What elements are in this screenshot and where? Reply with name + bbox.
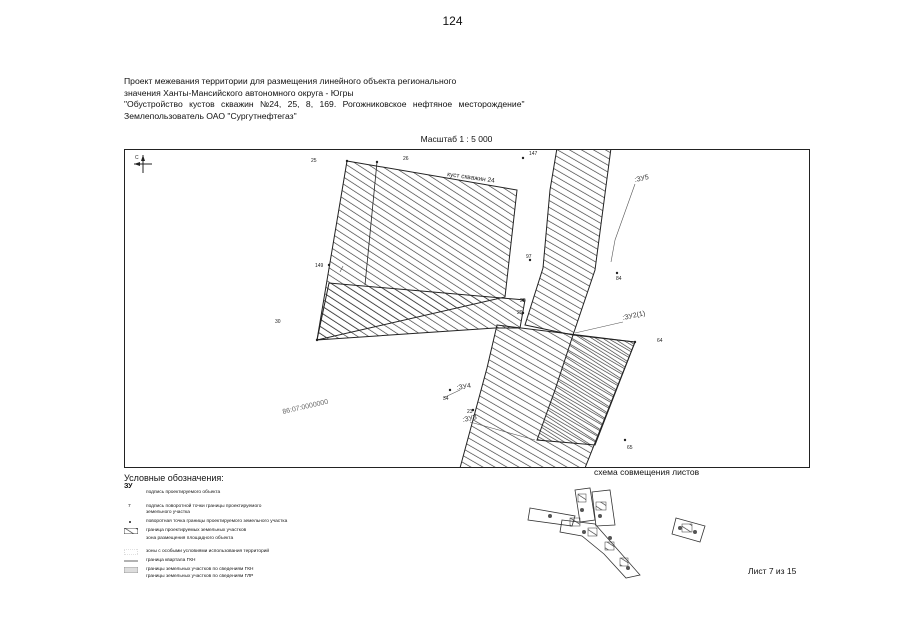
point-label-26: 26	[403, 156, 409, 162]
map-svg: С	[134, 150, 663, 467]
sheet-number: Лист 7 из 15	[748, 566, 797, 576]
north-arrow-icon: С	[134, 155, 152, 173]
zone-label-zu5: :ЗУ5	[634, 174, 650, 184]
header-line-4: Землепользователь ОАО "Сургутнефтегаз"	[124, 110, 297, 121]
point-label-147: 147	[529, 151, 538, 157]
quarter-line-icon	[124, 560, 138, 562]
point-label-64: 64	[657, 338, 663, 344]
header-line-3: "Обустройство кустов скважин №24, 25, 8,…	[124, 99, 525, 109]
svg-text:С: С	[135, 155, 139, 161]
corridor-southeast	[536, 334, 636, 446]
legend-title: Условные обозначения:	[124, 473, 224, 483]
zone-label-zu2: :ЗУ2(1)	[622, 310, 646, 322]
point-label-65: 65	[627, 445, 633, 451]
hatch-swatch-icon	[124, 528, 138, 534]
point-label-25: 25	[311, 158, 317, 164]
turning-points	[315, 156, 637, 442]
point-label-34: 34	[443, 396, 449, 402]
special-zone-swatch-icon	[124, 549, 138, 555]
zone-label-zu4: :ЗУ4	[456, 383, 472, 392]
point-label-29: 29	[517, 310, 523, 316]
legend-point-sample: 7	[128, 504, 131, 509]
point-label-149: 149	[315, 263, 324, 269]
corridor-northeast	[524, 150, 612, 336]
cadastral-quarter-label: 86:07:0000000	[282, 399, 329, 416]
point-label-84: 84	[616, 276, 622, 282]
page-number: 124	[442, 14, 463, 28]
legend-zu-symbol: ЗУ	[124, 483, 133, 490]
legend: ЗУ подпись проектируемого объекта 7 подп…	[124, 483, 288, 579]
document-header: Проект межевания территории для размещен…	[124, 76, 525, 122]
point-label-30: 30	[275, 319, 281, 325]
header-line-2: значения Ханты-Мансийского автономного о…	[124, 87, 354, 98]
overview-title: схема совмещения листов	[594, 467, 700, 477]
map-scale: Масштаб 1 : 5 000	[420, 134, 493, 144]
cadastral-map: С	[124, 149, 810, 468]
point-label-97: 97	[526, 254, 532, 260]
header-line-1: Проект межевания территории для размещен…	[124, 76, 457, 86]
point-label-23: 23	[467, 409, 473, 415]
point-label-28: 28	[520, 298, 526, 304]
point-icon	[129, 521, 131, 523]
sheet-overview-diagram	[527, 487, 706, 579]
gkn-swatch-icon	[124, 567, 138, 573]
zone-label-zu3: :ЗУ3	[462, 414, 478, 424]
